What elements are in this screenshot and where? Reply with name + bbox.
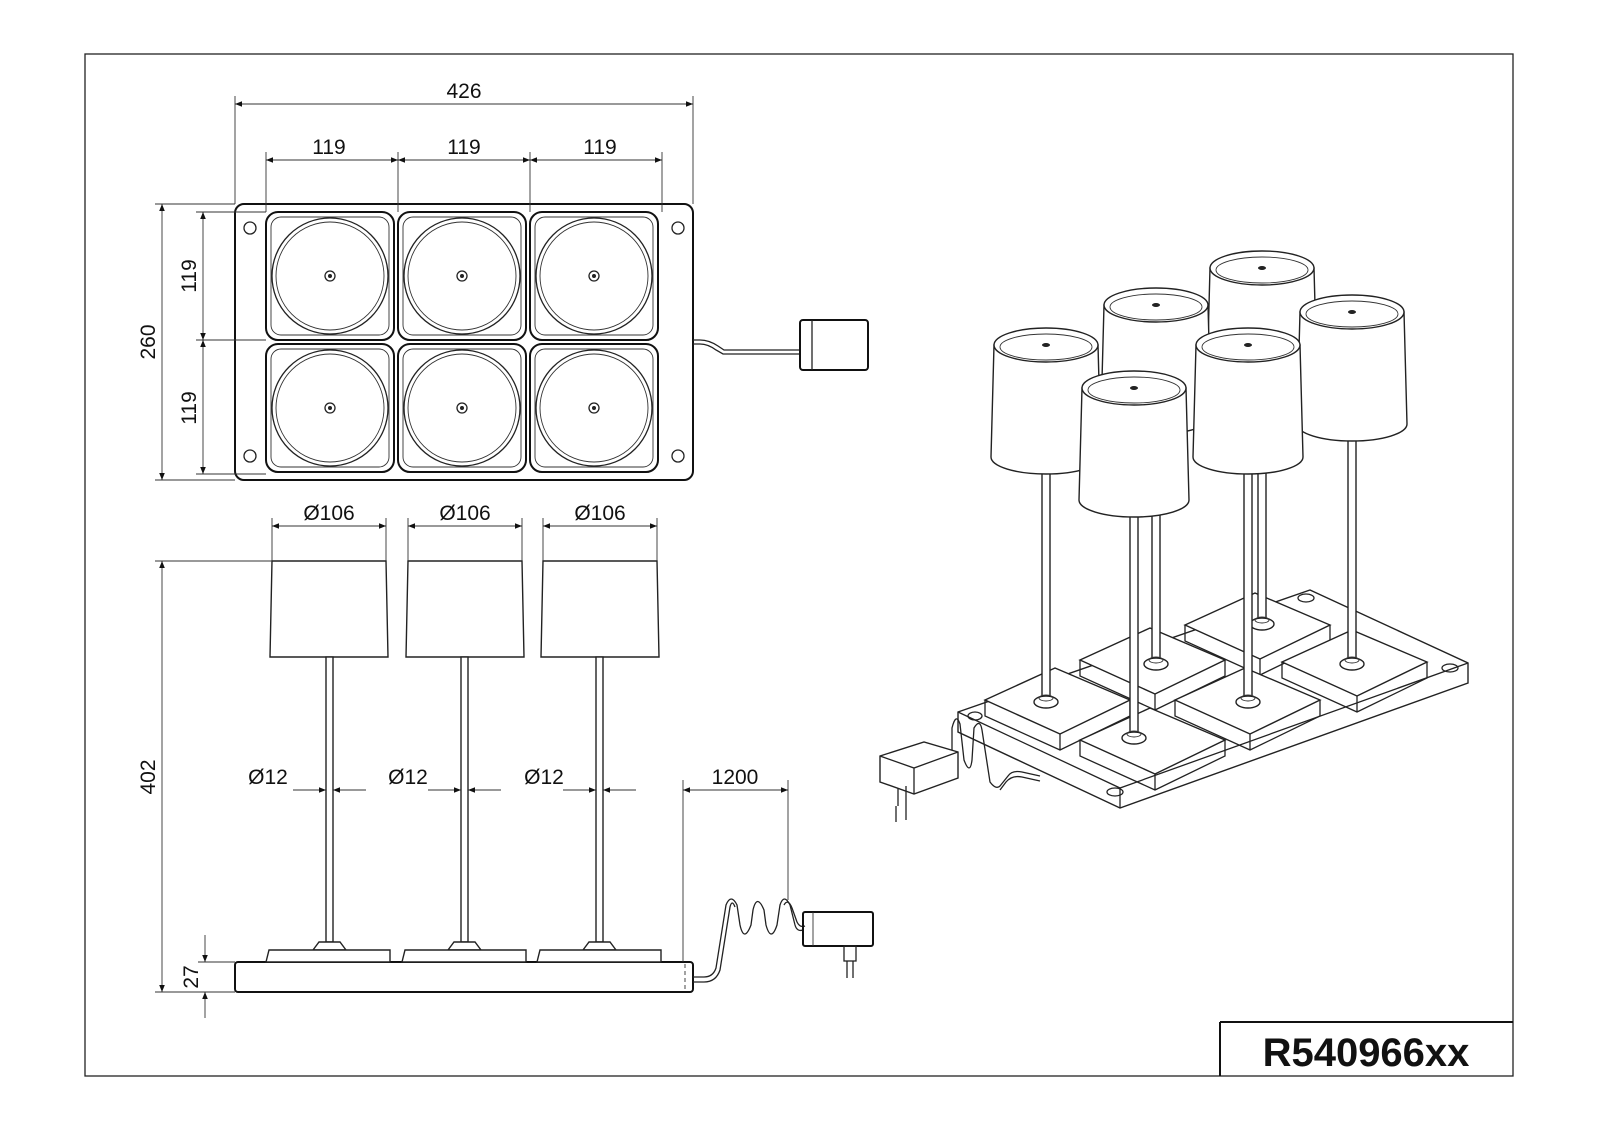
iso-lamp [1296,294,1408,671]
dim-base-height: 27 [180,965,203,988]
mounting-hole [671,449,685,463]
dim-shade-diameter: Ø106 [439,502,490,525]
front-view-plug [843,945,857,962]
iso-lamp [1192,327,1304,709]
front-lamp [536,560,662,963]
iso-adapter [879,741,959,822]
top-view-adapter [799,319,869,371]
mounting-hole [671,221,685,235]
iso-cable [951,718,1041,788]
dim-cell-width: 119 [312,136,345,159]
dim-stem-diameter: Ø12 [248,766,288,789]
top-view-dimensions: 426 119 119 119 260 119 119 [137,80,694,481]
dim-cell-width: 119 [583,136,616,159]
mounting-hole [243,449,257,463]
iso-charging-pad [1078,707,1227,791]
top-view-cable [693,343,800,355]
charging-cell [265,343,395,473]
iso-lamp [1078,370,1190,745]
iso-lamp [990,327,1102,709]
iso-lamp [1100,287,1212,671]
isometric-view [879,250,1469,822]
iso-lamps [990,250,1408,745]
charging-cell [529,211,659,341]
dim-cell-height: 119 [178,259,201,292]
charging-cell [397,343,527,473]
dim-stem-diameter: Ø12 [388,766,428,789]
dim-cable-length: 1200 [712,766,759,789]
dim-cell-height: 119 [178,391,201,424]
charging-cell [265,211,395,341]
front-view [234,560,874,993]
charging-cells [265,211,659,473]
dim-shade-diameter: Ø106 [303,502,354,525]
charging-cell [529,343,659,473]
dim-cell-width: 119 [447,136,480,159]
dim-total-width: 426 [446,80,481,103]
charging-cell [397,211,527,341]
mounting-hole [243,221,257,235]
product-code: R540966xx [1263,1031,1470,1075]
front-view-base [234,961,694,993]
front-view-adapter [802,911,874,947]
title-block: R540966xx [1219,1021,1513,1076]
top-view [234,203,869,481]
dim-total-height-lamp: 402 [137,759,160,794]
front-view-dimensions: Ø106 Ø106 Ø106 Ø12 Ø12 Ø12 1200 402 27 [137,502,789,1018]
dim-total-height: 260 [137,324,160,359]
front-lamp [265,560,391,963]
top-view-base [234,203,694,481]
drawing-frame [84,53,1514,1077]
front-view-cable [693,898,804,978]
front-lamp [401,560,527,963]
dim-shade-diameter: Ø106 [574,502,625,525]
dim-stem-diameter: Ø12 [524,766,564,789]
